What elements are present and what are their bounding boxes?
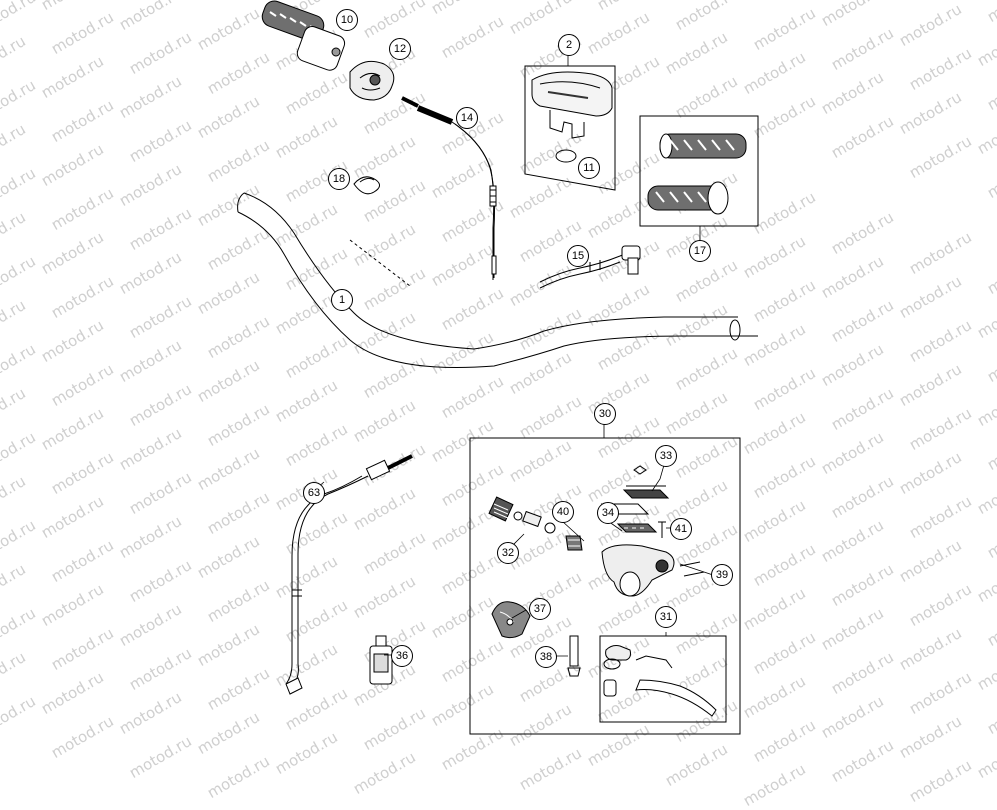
master-cylinder-box bbox=[469, 437, 741, 735]
throttle-cable-part bbox=[401, 96, 497, 280]
callout-38: 38 bbox=[535, 646, 557, 668]
watermark-text: motod.ru bbox=[350, 748, 419, 798]
clutch-cable-part bbox=[285, 454, 413, 695]
callout-37: 37 bbox=[529, 598, 551, 620]
callout-41: 41 bbox=[670, 518, 692, 540]
watermark-text: motod.ru bbox=[204, 752, 273, 802]
parts-line-art bbox=[237, 0, 759, 735]
brake-fluid-bottle-part bbox=[369, 635, 393, 685]
master-cylinder-part bbox=[601, 544, 705, 597]
rubber-boot-part bbox=[565, 535, 583, 551]
callout-36: 36 bbox=[391, 645, 413, 667]
callout-32: 32 bbox=[497, 542, 519, 564]
callout-10: 10 bbox=[336, 9, 358, 31]
callout-12: 12 bbox=[389, 38, 411, 60]
screw-part bbox=[658, 521, 666, 538]
callout-15: 15 bbox=[567, 245, 589, 267]
callout-11: 11 bbox=[578, 157, 600, 179]
callout-1: 1 bbox=[331, 289, 353, 311]
grips-box-part bbox=[639, 115, 759, 227]
throttle-housing-part bbox=[349, 60, 395, 101]
callout-33: 33 bbox=[655, 445, 677, 467]
callout-30: 30 bbox=[594, 403, 616, 425]
watermark-text: motod.ru bbox=[740, 760, 809, 810]
switch-cable-part bbox=[539, 245, 641, 289]
callout-34: 34 bbox=[597, 502, 619, 524]
callout-17: 17 bbox=[689, 240, 711, 262]
callout-39: 39 bbox=[711, 564, 733, 586]
cable-clip-part bbox=[353, 176, 380, 195]
callout-18: 18 bbox=[328, 168, 350, 190]
callout-14: 14 bbox=[456, 107, 478, 129]
watermark-text: motod.ru bbox=[516, 744, 585, 794]
reservoir-cap-part bbox=[622, 465, 670, 499]
pivot-bolt-part bbox=[567, 635, 581, 677]
handlebar-part bbox=[237, 192, 758, 368]
callout-63: 63 bbox=[303, 482, 325, 504]
callout-40: 40 bbox=[552, 501, 574, 523]
callout-2: 2 bbox=[558, 34, 580, 56]
throttle-grip-part bbox=[261, 0, 346, 71]
lever-bracket-part bbox=[491, 601, 531, 639]
diaphragm-part bbox=[600, 503, 658, 533]
lever-part bbox=[599, 635, 727, 723]
watermark-text: motod.ru bbox=[906, 756, 975, 806]
piston-spring-part bbox=[488, 496, 556, 534]
callout-31: 31 bbox=[655, 606, 677, 628]
switch-box-part bbox=[524, 65, 616, 191]
